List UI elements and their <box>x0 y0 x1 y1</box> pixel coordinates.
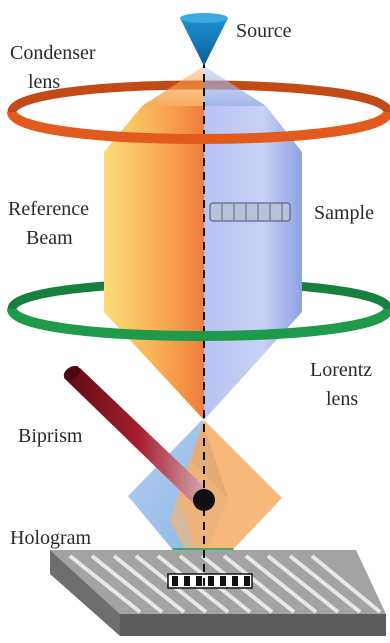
condenser-label-line1: Condenser <box>10 42 96 64</box>
biprism-label: Biprism <box>18 425 83 447</box>
reference-beam <box>104 106 204 420</box>
condenser-label-line2: lens <box>28 71 60 93</box>
hologram-label: Hologram <box>10 527 92 549</box>
electron-source <box>180 13 228 66</box>
sample-specimen <box>210 203 290 221</box>
source-label: Source <box>236 20 292 42</box>
lorentz-label-line1: Lorentz <box>310 359 372 381</box>
object-beam <box>204 106 302 420</box>
lorentz-label-line2: lens <box>326 388 358 410</box>
reference-beam-label-line1: Reference <box>8 198 89 220</box>
sample-label: Sample <box>314 202 374 224</box>
reference-beam-label-line2: Beam <box>26 227 73 249</box>
hologram-detector <box>50 550 386 636</box>
